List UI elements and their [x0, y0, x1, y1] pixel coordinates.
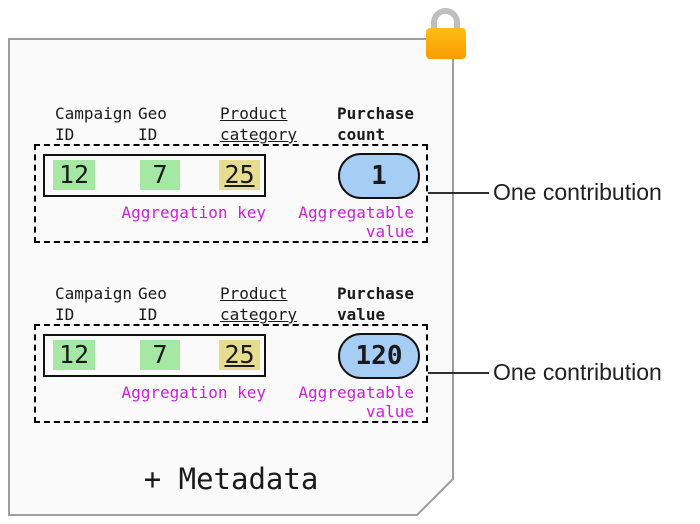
metadata-footer: + Metadata [143, 462, 319, 496]
product-category-header: Product category [220, 284, 298, 324]
callout-connector-line [428, 192, 489, 194]
aggregation-key-label: Aggregation key [121, 383, 267, 402]
callout-connector-line [428, 372, 489, 374]
aggregation-key-box [43, 154, 266, 197]
contribution-boundary [34, 324, 428, 423]
geo-id-header: Geo ID [138, 104, 167, 144]
product-category-cell: 25 [219, 160, 260, 190]
aggregatable-value-label: Aggregatable value [298, 203, 414, 241]
aggregatable-value-pill: 120 [338, 333, 420, 379]
purchase-value-header: Purchase value [337, 284, 415, 324]
contribution-section-value: Campaign ID Geo ID Product category Purc… [0, 283, 700, 463]
aggregatable-value-label: Aggregatable value [298, 383, 414, 421]
geo-id-cell: 7 [140, 340, 180, 370]
geo-id-header: Geo ID [138, 284, 167, 324]
contribution-boundary [34, 144, 428, 243]
campaign-id-header: Campaign ID [55, 104, 133, 144]
lock-icon [426, 28, 466, 59]
one-contribution-callout: One contribution [493, 359, 662, 385]
purchase-count-header: Purchase count [337, 104, 415, 144]
product-category-header: Product category [220, 104, 298, 144]
campaign-id-cell: 12 [53, 340, 95, 370]
one-contribution-callout: One contribution [493, 179, 662, 205]
campaign-id-header: Campaign ID [55, 284, 133, 324]
aggregation-key-label: Aggregation key [121, 203, 267, 222]
aggregation-key-box [43, 334, 266, 377]
geo-id-cell: 7 [140, 160, 180, 190]
contribution-section-count: Campaign ID Geo ID Product category Purc… [0, 103, 700, 283]
aggregatable-value-pill: 1 [338, 153, 420, 199]
sheet-outline [8, 38, 454, 516]
lock-shackle-icon [431, 8, 460, 36]
product-category-cell: 25 [219, 340, 260, 370]
campaign-id-cell: 12 [53, 160, 95, 190]
